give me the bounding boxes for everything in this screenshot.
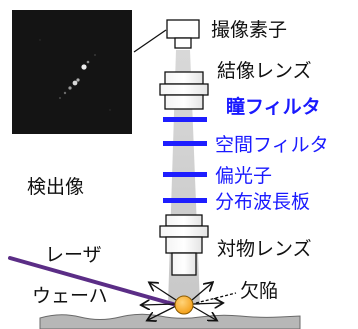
label-spatial-filter: 空間フィルタ	[215, 134, 329, 156]
wave-plate-bar	[163, 198, 207, 203]
objective-lens	[159, 214, 209, 276]
defect-leader-line	[195, 292, 237, 304]
image-sensor	[166, 19, 200, 49]
label-polarizer: 偏光子	[215, 165, 272, 187]
detected-image	[12, 10, 132, 134]
label-wave-plate: 分布波長板	[215, 191, 310, 213]
pupil-filter-bar	[163, 117, 207, 122]
imaging-lens	[159, 71, 209, 110]
label-defect: 欠陥	[240, 280, 278, 302]
spatial-filter-bar	[163, 141, 207, 146]
label-detected-image: 検出像	[27, 176, 84, 198]
polarizer-bar	[163, 172, 207, 177]
defect-particle	[174, 295, 194, 315]
laser-beam	[8, 256, 182, 308]
label-imaging-lens: 結像レンズ	[217, 60, 312, 82]
scatter-arrows	[142, 283, 222, 320]
image-leader-line	[133, 29, 167, 53]
label-wafer: ウェーハ	[32, 285, 108, 307]
label-sensor: 撮像素子	[211, 19, 287, 41]
label-objective-lens: 対物レンズ	[217, 238, 312, 260]
label-laser: レーザ	[45, 244, 102, 266]
label-pupil-filter: 瞳フィルタ	[226, 95, 321, 118]
wafer-surface	[39, 313, 301, 329]
